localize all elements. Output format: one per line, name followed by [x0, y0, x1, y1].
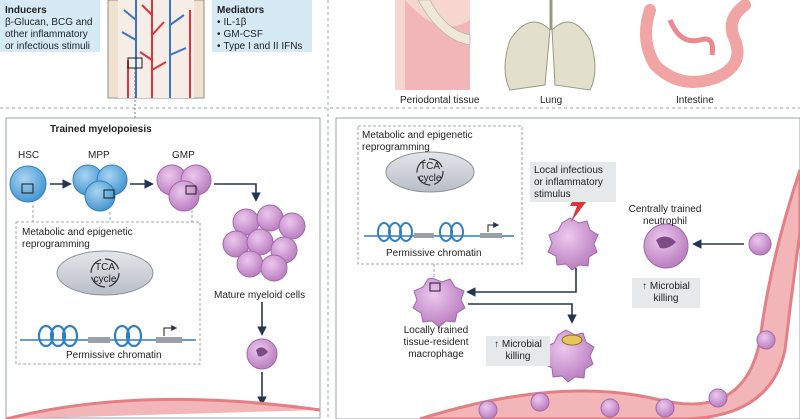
inducers-line-1: β-Glucan, BCG and [5, 17, 93, 28]
neutrophil-line-2: neutrophil [643, 216, 687, 227]
left-reprogramming-line-2: reprogramming [22, 239, 90, 250]
right-vessel [419, 169, 800, 419]
macrophage-killing-box [486, 336, 550, 366]
left-cycle-label: cycle [93, 274, 117, 285]
neutrophil-killing-box [632, 278, 700, 308]
mpp-cell [72, 164, 128, 212]
tissue-label-intestine: Intestine [676, 95, 714, 106]
bone-illustration [107, 0, 205, 118]
stimulus-line-1: Local infectious [534, 165, 603, 176]
right-reprogramming-line-2: reprogramming [362, 142, 430, 153]
right-chromatin [364, 222, 514, 242]
macrophage-killing-line-2: killing [505, 351, 531, 362]
bottom-left-vessel [5, 397, 321, 419]
trained-myelopoiesis-title: Trained myelopoiesis [50, 124, 152, 135]
left-mitochondrion [56, 250, 154, 296]
right-tca-label: TCA [420, 161, 440, 172]
mature-myeloid-cluster [222, 204, 306, 282]
local-macrophage [412, 277, 466, 328]
stimulus-line-3: stimulus [534, 189, 571, 200]
stimulus-line-2: or inflammatory [534, 177, 603, 188]
tissue-label-lung: Lung [540, 95, 563, 106]
inducers-box [0, 0, 100, 52]
inducers-heading: Inducers [5, 5, 47, 16]
label-gmp: GMP [172, 150, 195, 161]
inducers-line-2: other inflammatory [5, 29, 88, 40]
gmp-cell [156, 164, 212, 212]
left-tca-label: TCA [95, 262, 115, 273]
centrally-trained-neutrophil [643, 223, 689, 269]
macrophage-line-2: tissue-resident [403, 337, 469, 348]
left-chromatin [20, 324, 196, 348]
lung-illustration [504, 0, 596, 91]
trained-myelopoiesis-panel [5, 117, 321, 419]
myeloid-cell-circulating [246, 338, 278, 370]
mediator-item: Type I and II IFNs [217, 41, 303, 53]
mediator-item: IL-1β [217, 17, 302, 29]
neutrophil-line-1: Centrally trained [628, 204, 702, 215]
left-chromatin-label: Permissive chromatin [66, 350, 162, 361]
killing-macrophage [543, 329, 595, 383]
right-reprogramming-line-1: Metabolic and epigenetic [362, 130, 473, 141]
mediators-heading: Mediators [217, 5, 265, 16]
macrophage-line-1: Locally trained [403, 325, 469, 336]
neutrophil-killing-line-1: ↑ Microbial [642, 281, 690, 292]
label-mpp: MPP [88, 150, 110, 161]
periodontal-tissue-illustration [395, 0, 471, 90]
mature-myeloid-label: Mature myeloid cells [214, 290, 306, 301]
left-reprogramming-box [15, 221, 201, 365]
local-training-panel [335, 117, 800, 419]
stimulus-box [530, 162, 616, 202]
hsc-cell [9, 165, 47, 203]
intestine-illustration [640, 0, 751, 88]
macrophage-line-3: macrophage [408, 349, 464, 360]
mediator-item: GM-CSF [217, 29, 302, 41]
mediators-list: IL-1β GM-CSF Type I and II IFNs [217, 17, 303, 53]
vessel-neutrophils [478, 232, 776, 419]
stimulated-macrophage [547, 217, 599, 271]
macrophage-killing-line-1: ↑ Microbial [494, 339, 542, 350]
label-hsc: HSC [18, 150, 40, 161]
right-chromatin-label: Permissive chromatin [386, 248, 482, 259]
neutrophil-killing-line-2: killing [653, 293, 679, 304]
right-cycle-label: cycle [418, 173, 442, 184]
inducers-line-3: or infectious stimuli [5, 41, 91, 52]
right-mitochondrion [385, 151, 475, 193]
right-reprogramming-box [357, 125, 523, 265]
left-reprogramming-line-1: Metabolic and epigenetic [22, 227, 133, 238]
tissue-label-periodontal: Periodontal tissue [400, 95, 480, 106]
